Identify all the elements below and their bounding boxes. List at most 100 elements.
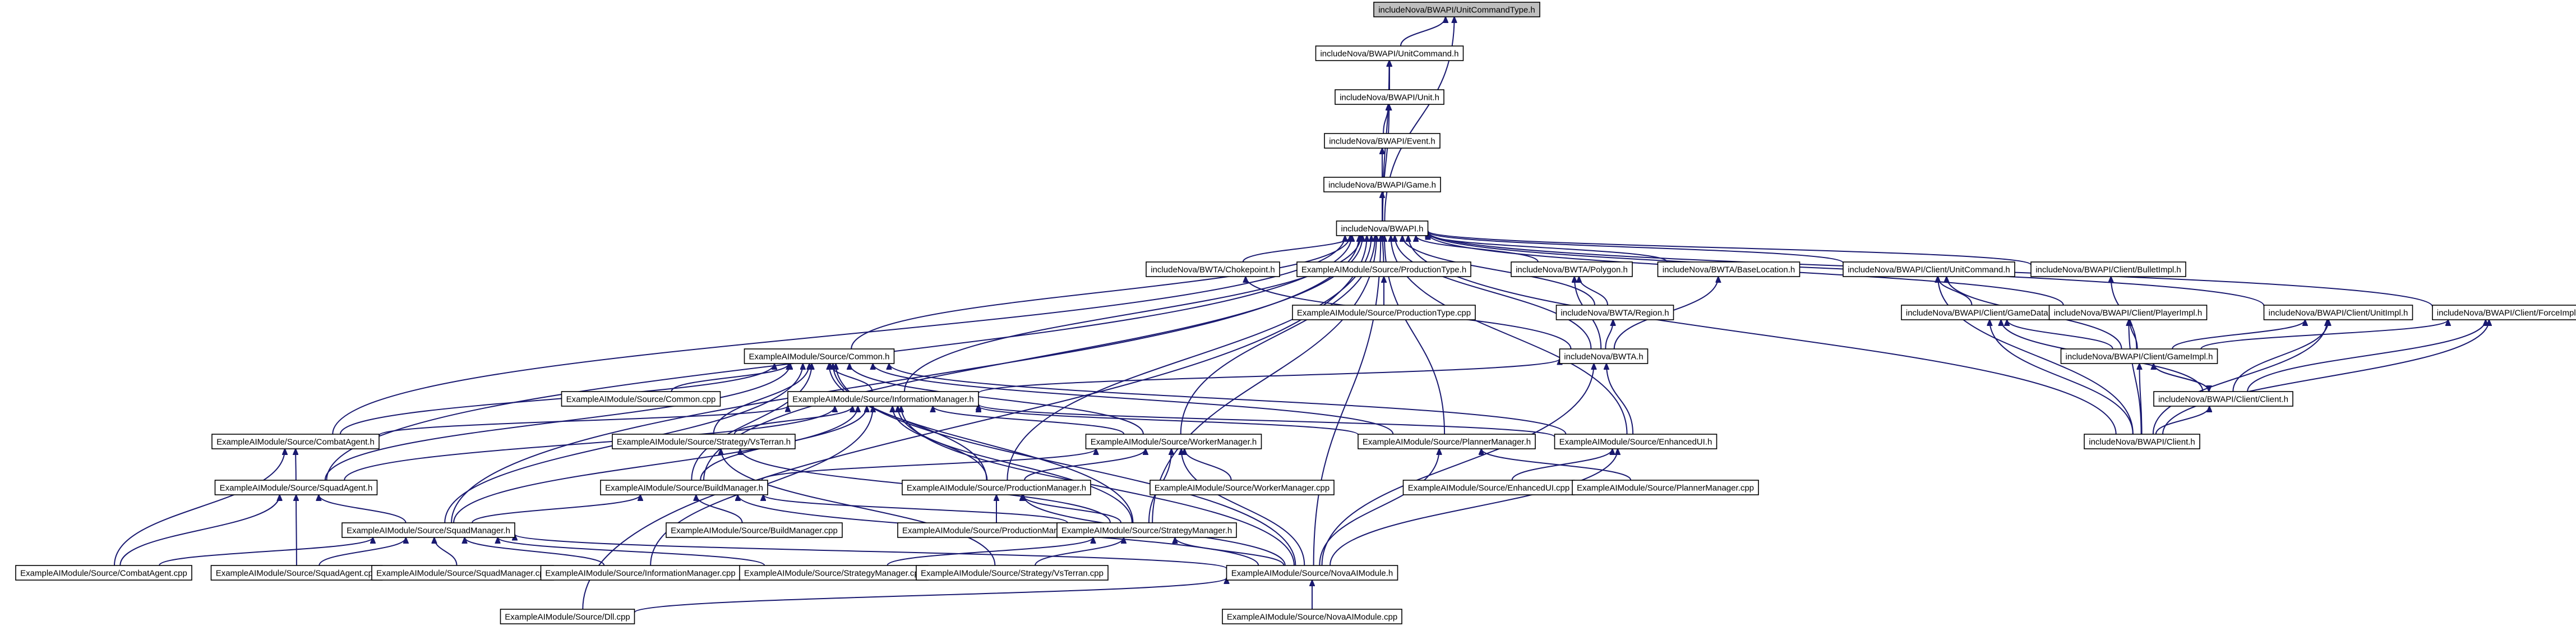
edge-region_h-to-polygon_h: [1579, 277, 1608, 306]
edge-combatagent_cpp-to-combatagent_h: [114, 449, 285, 566]
node-common-h[interactable]: ExampleAIModule/Source/Common.h: [744, 348, 895, 364]
node-squadagent-h[interactable]: ExampleAIModule/Source/SquadAgent.h: [214, 480, 378, 495]
node-box: [1146, 261, 1280, 277]
node-box: [371, 565, 554, 581]
node-box: [1056, 522, 1237, 538]
node-game-h[interactable]: includeNova/BWAPI/Game.h: [1323, 177, 1441, 192]
edge-bulletimpl_h-to-bwapi_h: [1428, 231, 2032, 266]
node-dll-cpp[interactable]: ExampleAIModule/Source/Dll.cpp: [500, 609, 635, 624]
node-plannermanager-h[interactable]: ExampleAIModule/Source/PlannerManager.h: [1358, 434, 1536, 449]
node-label: ExampleAIModule/Source/SquadAgent.h: [220, 484, 373, 493]
node-squadmanager-h[interactable]: ExampleAIModule/Source/SquadManager.h: [341, 522, 515, 538]
node-label: ExampleAIModule/Source/StrategyManager.h: [1061, 526, 1232, 536]
node-box: [1572, 480, 1759, 495]
node-bwta-h[interactable]: includeNova/BWTA.h: [1559, 348, 1649, 364]
node-strategymanager-cpp[interactable]: ExampleAIModule/Source/StrategyManager.c…: [739, 565, 929, 581]
node-label: ExampleAIModule/Source/SquadAgent.cpp: [216, 569, 378, 578]
node-event-h[interactable]: includeNova/BWAPI/Event.h: [1324, 133, 1441, 149]
node-box: [1843, 261, 2015, 277]
node-enhancedui-h[interactable]: ExampleAIModule/Source/EnhancedUI.h: [1554, 434, 1718, 449]
node-squadmanager-cpp[interactable]: ExampleAIModule/Source/SquadManager.cpp: [371, 565, 554, 581]
node-combatagent-cpp[interactable]: ExampleAIModule/Source/CombatAgent.cpp: [15, 565, 192, 581]
node-region-h[interactable]: includeNova/BWTA/Region.h: [1555, 305, 1674, 320]
node-box: [744, 348, 895, 364]
edge-bwapi_client_h-to-client_client_h: [2155, 406, 2209, 435]
node-squadagent-cpp[interactable]: ExampleAIModule/Source/SquadAgent.cpp: [210, 565, 383, 581]
node-buildmanager-cpp[interactable]: ExampleAIModule/Source/BuildManager.cpp: [666, 522, 843, 538]
node-forceimpl-h[interactable]: includeNova/BWAPI/Client/ForceImpl.h: [2432, 305, 2576, 320]
node-box: [1335, 89, 1444, 105]
edge-novaaimodule_h-to-strategymanager_h: [1175, 537, 1285, 566]
edge-bwapi_client_h-to-gameimpl_h: [2139, 364, 2143, 435]
edge-squadmanager_cpp-to-squadmanager_h: [434, 537, 458, 566]
node-productionmanager-h[interactable]: ExampleAIModule/Source/ProductionManager…: [902, 480, 1091, 495]
node-box: [561, 391, 721, 407]
node-common-cpp[interactable]: ExampleAIModule/Source/Common.cpp: [561, 391, 721, 407]
node-gameimpl-h[interactable]: includeNova/BWAPI/Client/GameImpl.h: [2060, 348, 2218, 364]
node-combatagent-h[interactable]: ExampleAIModule/Source/CombatAgent.h: [211, 434, 380, 449]
node-novaaimodule-cpp[interactable]: ExampleAIModule/Source/NovaAIModule.cpp: [1222, 609, 1402, 624]
node-novaaimodule-h[interactable]: ExampleAIModule/Source/NovaAIModule.h: [1226, 565, 1398, 581]
node-productiontype-cpp[interactable]: ExampleAIModule/Source/ProductionType.cp…: [1292, 305, 1476, 320]
edge-gamedata_h-to-client_unitcommand_h: [1938, 277, 1973, 306]
edge-strategymanager_cpp-to-strategymanager_h: [887, 537, 1093, 566]
edge-novaaimodule_h-to-informationmanager_h: [901, 406, 1295, 566]
edge-plannermanager_cpp-to-plannermanager_h: [1481, 449, 1632, 481]
edge-buildmanager_h-to-common_h: [691, 364, 811, 481]
edge-novaaimodule_h-to-bwta_h: [1321, 364, 1594, 566]
edge-productionmanager_h-to-workermanager_h: [1024, 449, 1146, 481]
node-playerimpl-h[interactable]: includeNova/BWAPI/Client/PlayerImpl.h: [2048, 305, 2208, 320]
node-box: [341, 522, 515, 538]
node-box: [1226, 565, 1398, 581]
node-unit-h[interactable]: includeNova/BWAPI/Unit.h: [1335, 89, 1444, 105]
node-label: includeNova/BWAPI/Client/UnitCommand.h: [1848, 265, 2010, 275]
node-label: includeNova/BWAPI.h: [1341, 224, 1423, 234]
node-polygon-h[interactable]: includeNova/BWTA/Polygon.h: [1511, 261, 1633, 277]
node-bulletimpl-h[interactable]: includeNova/BWAPI/Client/BulletImpl.h: [2030, 261, 2186, 277]
edge-informationmanager_h-to-bwta_h: [978, 359, 1560, 394]
node-gamedata-h[interactable]: includeNova/BWAPI/Client/GameData.h: [1901, 305, 2060, 320]
node-informationmanager-h[interactable]: ExampleAIModule/Source/InformationManage…: [787, 391, 979, 407]
node-bwapi-client-h[interactable]: includeNova/BWAPI/Client.h: [2084, 434, 2200, 449]
node-box: [15, 565, 192, 581]
node-label: ExampleAIModule/Source/WorkerManager.cpp: [1155, 484, 1329, 493]
node-strategymanager-h[interactable]: ExampleAIModule/Source/StrategyManager.h: [1056, 522, 1237, 538]
node-workermanager-h[interactable]: ExampleAIModule/Source/WorkerManager.h: [1085, 434, 1262, 449]
node-label: includeNova/BWAPI/Client/ForceImpl.h: [2437, 309, 2576, 318]
node-unitimpl-h[interactable]: includeNova/BWAPI/Client/UnitImpl.h: [2263, 305, 2413, 320]
node-strategyvsterran-h[interactable]: ExampleAIModule/Source/Strategy/VsTerran…: [612, 434, 796, 449]
edge-client_unitcommand_h-to-bwapi_h: [1428, 232, 1844, 264]
edge-novaaimodule_h-to-plannermanager_h: [1319, 449, 1439, 566]
node-baselocation-h[interactable]: includeNova/BWTA/BaseLocation.h: [1657, 261, 1801, 277]
node-label: ExampleAIModule/Source/CombatAgent.h: [216, 438, 375, 447]
edge-squadmanager_h-to-bwapi_h: [451, 236, 1359, 523]
node-label: includeNova/BWAPI/UnitCommandType.h: [1378, 6, 1535, 15]
node-bwapi-h[interactable]: includeNova/BWAPI.h: [1336, 220, 1429, 236]
node-client-client-h[interactable]: includeNova/BWAPI/Client/Client.h: [2153, 391, 2293, 407]
node-box: [1296, 261, 1471, 277]
edge-novaaimodule_h-to-workermanager_h: [1181, 449, 1305, 566]
node-buildmanager-h[interactable]: ExampleAIModule/Source/BuildManager.h: [600, 480, 768, 495]
node-label: includeNova/BWAPI/Client/Client.h: [2158, 395, 2288, 404]
node-strategyvsterran-cpp[interactable]: ExampleAIModule/Source/Strategy/VsTerran…: [916, 565, 1109, 581]
edge-bwapi_client_h-to-unitimpl_h: [2152, 320, 2327, 435]
edge-common_cpp-to-common_h: [671, 364, 788, 392]
node-workermanager-cpp[interactable]: ExampleAIModule/Source/WorkerManager.cpp: [1149, 480, 1335, 495]
edge-chokepoint_h-to-bwapi_h: [1242, 236, 1352, 263]
edge-strategyvsterran_h-to-common_h: [713, 364, 810, 435]
node-chokepoint-h[interactable]: includeNova/BWTA/Chokepoint.h: [1146, 261, 1280, 277]
node-label: ExampleAIModule/Source/EnhancedUI.h: [1559, 438, 1712, 447]
edge-strategymanager_cpp-to-squadmanager_h: [498, 537, 765, 566]
node-plannermanager-cpp[interactable]: ExampleAIModule/Source/PlannerManager.cp…: [1572, 480, 1759, 495]
node-productiontype-h[interactable]: ExampleAIModule/Source/ProductionType.h: [1296, 261, 1471, 277]
node-client-unitcommand-h[interactable]: includeNova/BWAPI/Client/UnitCommand.h: [1843, 261, 2015, 277]
node-enhancedui-cpp[interactable]: ExampleAIModule/Source/EnhancedUI.cpp: [1402, 480, 1575, 495]
node-label: includeNova/BWTA/Chokepoint.h: [1151, 265, 1275, 275]
node-label: includeNova/BWAPI/Client/UnitImpl.h: [2269, 309, 2408, 318]
node-label: ExampleAIModule/Source/ProductionType.h: [1301, 265, 1466, 275]
node-informationmanager-cpp[interactable]: ExampleAIModule/Source/InformationManage…: [540, 565, 741, 581]
edge-workermanager_cpp-to-workermanager_h: [1184, 449, 1232, 481]
edge-gameimpl_h-to-unitimpl_h: [2172, 320, 2305, 350]
node-unitcommand-h[interactable]: includeNova/BWAPI/UnitCommand.h: [1315, 45, 1464, 61]
edge-workermanager_h-to-common_h: [850, 364, 1144, 435]
